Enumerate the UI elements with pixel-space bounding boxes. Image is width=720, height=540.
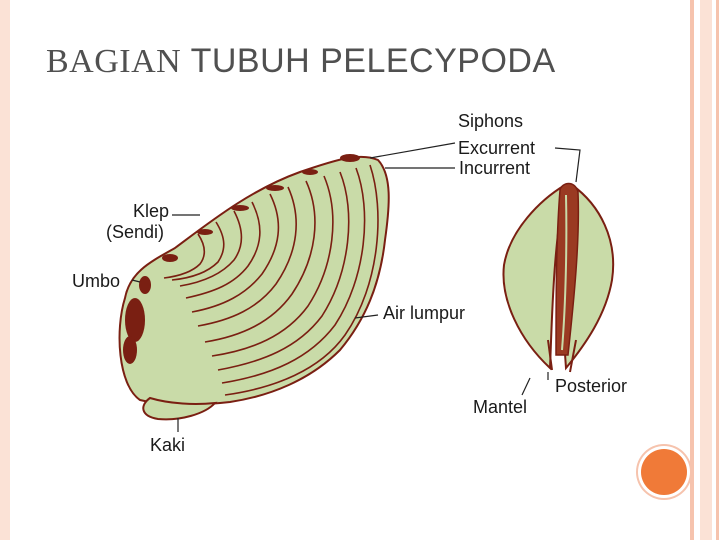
umbo-markings <box>123 154 360 364</box>
clam-side-view <box>118 154 390 421</box>
siphon-tube <box>555 182 580 356</box>
slide-border-left <box>0 0 10 540</box>
label-mantel: Mantel <box>473 397 528 417</box>
shell-outline <box>118 155 390 406</box>
label-siphons: Siphons <box>458 111 524 131</box>
label-kaki: Kaki <box>150 435 186 455</box>
label-pointers <box>131 142 581 432</box>
clam-posterior-view <box>502 182 615 373</box>
posterior-left-valve <box>502 183 567 371</box>
label-excurrent: Excurrent <box>458 138 536 158</box>
growth-lines <box>163 164 379 396</box>
slide-title: BAGIAN TUBUH PELECYPODA <box>46 42 556 81</box>
label-air-lumpur: Air lumpur <box>383 303 466 323</box>
label-umbo: Umbo <box>72 271 121 291</box>
slide-border-right-line <box>716 0 719 540</box>
label-posterior: Posterior <box>555 376 628 396</box>
foot <box>142 396 218 421</box>
slide-border-right <box>690 0 694 540</box>
label-incurrent: Incurrent <box>459 158 531 178</box>
label-sendi: (Sendi) <box>106 222 165 242</box>
title-part-1: BAGIAN <box>46 43 182 80</box>
label-klep: Klep <box>133 201 170 221</box>
slide-border-right-band <box>700 0 712 540</box>
accent-circle <box>641 449 687 495</box>
title-part-2: TUBUH PELECYPODA <box>190 42 556 80</box>
